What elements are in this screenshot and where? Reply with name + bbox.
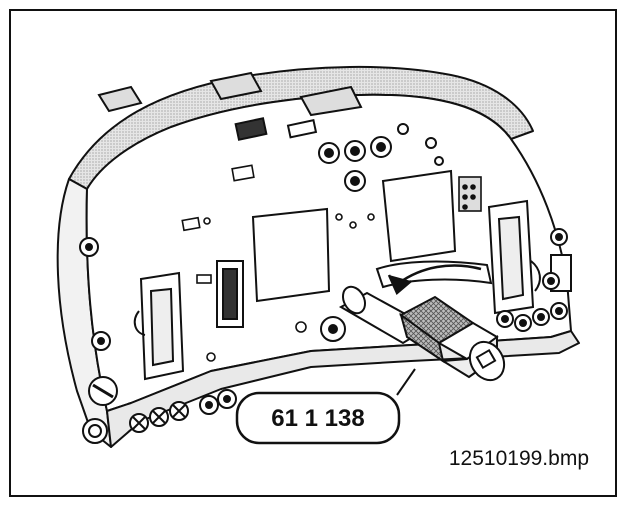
left-side-sockets — [79, 237, 118, 444]
instrument-cluster-illustration: 61 1 138 — [56, 65, 580, 448]
special-tool — [338, 285, 506, 382]
part-number-callout: 61 1 138 — [235, 391, 401, 445]
image-filename: 12510199.bmp — [448, 447, 589, 470]
circuit-details — [181, 164, 482, 362]
rotation-arrow — [387, 264, 482, 296]
part-number-text: 61 1 138 — [271, 405, 364, 432]
bulb-sockets-top — [318, 123, 444, 192]
bottom-sockets — [129, 272, 568, 433]
left-retaining-clip — [133, 260, 244, 381]
right-retaining-clip — [487, 199, 572, 315]
callout-leader-line — [396, 368, 416, 396]
figure-frame: 61 1 138 12510199.bmp — [9, 9, 617, 497]
top-connectors — [97, 71, 363, 141]
gauge-backplates — [251, 169, 493, 303]
